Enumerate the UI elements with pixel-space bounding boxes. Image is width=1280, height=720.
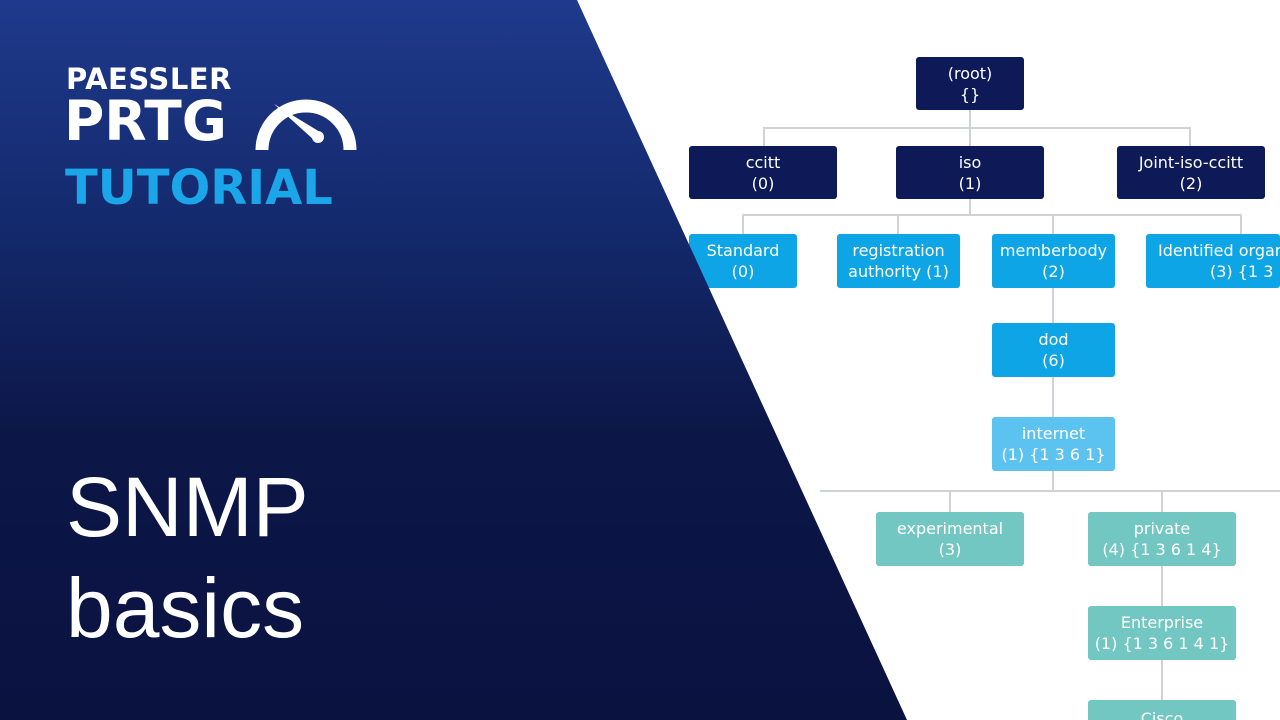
node-id: authority (1) bbox=[848, 262, 949, 281]
connector bbox=[949, 490, 951, 512]
node-name: Enterprise bbox=[1120, 613, 1204, 632]
connector bbox=[1052, 471, 1054, 491]
connector bbox=[1052, 288, 1054, 323]
brand-series: TUTORIAL bbox=[65, 160, 333, 216]
connector bbox=[1161, 490, 1163, 512]
node-name: memberbody bbox=[999, 241, 1108, 260]
node-name: Joint-iso-ccitt bbox=[1138, 152, 1244, 172]
node-name: Standard bbox=[706, 241, 780, 260]
tree-node-experimental: experimental (3) bbox=[876, 512, 1024, 566]
tree-node-memberbody: memberbody (2) bbox=[992, 234, 1115, 288]
node-id: (4) {1 3 6 1 4} bbox=[1102, 540, 1222, 559]
node-id: (6) bbox=[1042, 351, 1065, 370]
tree-node-internet: internet (1) {1 3 6 1} bbox=[992, 417, 1115, 471]
node-name: registration bbox=[852, 241, 945, 260]
connector bbox=[763, 127, 1191, 129]
node-id: (0) bbox=[751, 173, 775, 193]
node-name: Cisco bbox=[1140, 709, 1184, 720]
node-id: (3) bbox=[938, 540, 962, 559]
tree-node-joint-iso-ccitt: Joint-iso-ccitt (2) bbox=[1117, 146, 1265, 199]
node-name: (root) bbox=[947, 63, 993, 83]
tree-node-registration-authority: registration authority (1) bbox=[837, 234, 960, 288]
node-id: (2) bbox=[1042, 262, 1065, 281]
connector bbox=[969, 199, 971, 215]
video-title-line2: basics bbox=[66, 561, 305, 655]
connector bbox=[1161, 660, 1163, 700]
connector bbox=[969, 127, 971, 146]
node-name: private bbox=[1133, 519, 1191, 538]
node-name: ccitt bbox=[745, 152, 781, 172]
node-id: (1) {1 3 6 1 4 1} bbox=[1094, 634, 1230, 653]
tree-node-ccitt: ccitt (0) bbox=[689, 146, 837, 199]
connector bbox=[763, 127, 765, 146]
connector bbox=[1052, 377, 1054, 417]
node-id: (1) {1 3 6 1} bbox=[1001, 445, 1106, 464]
connector bbox=[969, 110, 971, 128]
connector bbox=[1052, 214, 1054, 234]
connector bbox=[1189, 127, 1191, 146]
node-id: (1) bbox=[958, 173, 982, 193]
connector bbox=[820, 490, 1280, 492]
tree-node-identified-organization: Identified organ (3) {1 3 bbox=[1146, 234, 1280, 288]
tree-node-root: (root) {} bbox=[916, 57, 1024, 110]
gauge-icon bbox=[255, 99, 357, 151]
node-id: {} bbox=[959, 84, 981, 104]
node-id: (2) bbox=[1179, 173, 1203, 193]
node-id: (0) bbox=[731, 262, 755, 281]
brand-company: PAESSLER bbox=[66, 62, 232, 96]
node-name: experimental bbox=[896, 519, 1004, 538]
video-title-line1: SNMP bbox=[66, 460, 309, 554]
connector bbox=[1161, 566, 1163, 606]
tree-node-standard: Standard (0) bbox=[689, 234, 797, 288]
tree-node-cisco: Cisco bbox=[1088, 700, 1236, 720]
node-id: (3) {1 3 bbox=[1210, 262, 1274, 281]
connector bbox=[897, 214, 899, 234]
node-name: dod bbox=[1038, 330, 1069, 349]
connector bbox=[742, 214, 744, 234]
tree-node-enterprise: Enterprise (1) {1 3 6 1 4 1} bbox=[1088, 606, 1236, 660]
node-name: Identified organ bbox=[1158, 241, 1280, 260]
brand-product: PRTG bbox=[64, 89, 227, 153]
connector bbox=[742, 214, 1242, 216]
tree-node-private: private (4) {1 3 6 1 4} bbox=[1088, 512, 1236, 566]
node-name: internet bbox=[1021, 424, 1086, 443]
node-name: iso bbox=[958, 152, 982, 172]
connector bbox=[1240, 214, 1242, 234]
tree-node-iso: iso (1) bbox=[896, 146, 1044, 199]
tree-node-dod: dod (6) bbox=[992, 323, 1115, 377]
